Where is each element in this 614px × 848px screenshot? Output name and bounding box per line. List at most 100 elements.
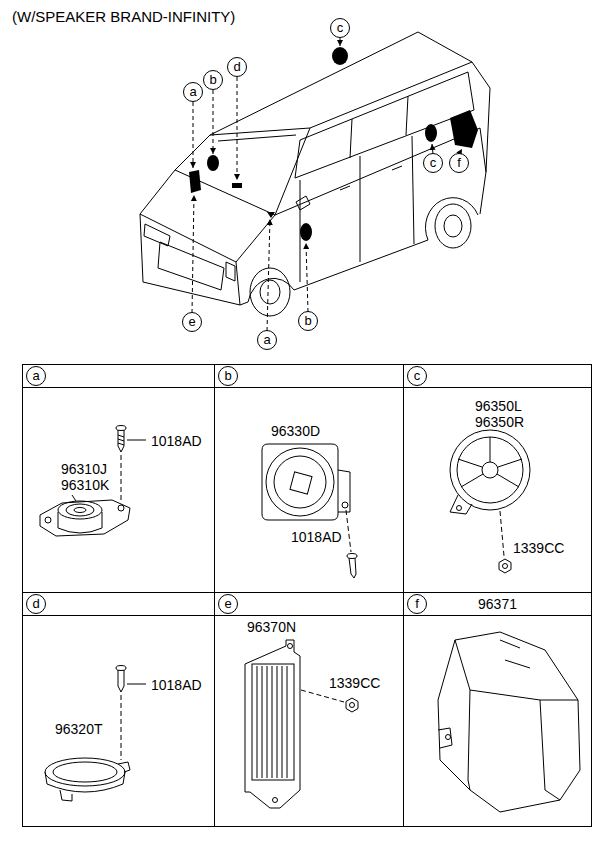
rear-speaker-part (503, 564, 508, 569)
callout-letter-text: b (304, 314, 311, 328)
part-panel: 96350L96350R1339CCc (403, 364, 592, 593)
callout-letter-text: b (224, 369, 231, 383)
callout-letter-text: f (415, 597, 419, 611)
vehicle-outline (444, 215, 462, 237)
subwoofer-cover-part (438, 632, 580, 812)
part-number: 1339CC (513, 540, 564, 556)
center-speaker-part (45, 758, 125, 786)
leader-line (192, 38, 462, 331)
vehicle-outline (392, 166, 402, 170)
subwoofer-cover-part (500, 640, 530, 668)
callout-letter-text: c (337, 21, 344, 35)
speaker-location (425, 124, 437, 142)
door-speaker-part (274, 456, 326, 508)
callout-letter: b (203, 70, 223, 90)
callout-letter: a (26, 366, 46, 386)
center-speaker-part (116, 666, 126, 671)
center-speaker-part (53, 762, 117, 782)
door-speaker-part (338, 470, 350, 512)
callout-letter: a (257, 330, 277, 350)
leader-line (193, 102, 194, 168)
amplifier-part (257, 666, 287, 778)
speaker-location (450, 110, 478, 148)
part-panel: 1018AD 96320T d (22, 592, 215, 827)
callout-letter: f (449, 153, 469, 173)
amplifier-part (346, 698, 358, 712)
panel-header-rule (404, 365, 591, 388)
door-speaker-part (342, 502, 348, 508)
callout-letter-text: c (414, 369, 421, 383)
center-speaker-part (45, 666, 146, 802)
subwoofer-cover-part (455, 640, 578, 700)
callout-letter: e (218, 594, 238, 614)
callout-letter: f (407, 594, 427, 614)
panel-header-rule (215, 365, 403, 388)
door-speaker-part (266, 448, 334, 516)
part-panel: 96370N 1339CC e (214, 592, 404, 827)
center-speaker-part (118, 762, 130, 772)
part-panel: 96371 f (403, 592, 592, 827)
tweeter-part (118, 435, 124, 445)
callout-letter-text: d (32, 597, 39, 611)
tweeter-part (118, 505, 124, 511)
callout-letter-text: d (233, 60, 240, 74)
subwoofer-cover-part (540, 700, 560, 800)
speaker-location (189, 47, 478, 241)
tweeter-part (58, 512, 102, 533)
tweeter-part (127, 440, 146, 441)
tweeter-part (74, 508, 86, 513)
rear-speaker-part (457, 437, 523, 503)
vehicle-outline (140, 170, 275, 262)
part-number: 96310K (61, 477, 109, 493)
speaker-location (267, 212, 275, 218)
rear-speaker-part (500, 511, 504, 556)
callout-letter-text: a (263, 333, 270, 347)
vehicle-outline (472, 62, 490, 172)
part-number: 96310J (61, 461, 107, 477)
part-number: 1339CC (329, 675, 380, 691)
door-speaker-part (290, 472, 312, 494)
center-speaker-part (127, 684, 146, 685)
part-number: 1018AD (151, 677, 202, 693)
amplifier-part (252, 664, 294, 780)
speaker-location (232, 183, 242, 188)
vehicle-outline (140, 32, 490, 316)
door-speaker-part (347, 554, 357, 559)
callout-letter-text: a (32, 369, 39, 383)
tweeter-part (40, 500, 130, 536)
leader-line (213, 90, 214, 154)
callout-letter: d (227, 57, 247, 77)
amplifier-part (288, 644, 293, 649)
callout-letter: c (407, 366, 427, 386)
callout-letter: d (26, 594, 46, 614)
rear-speaker-part (450, 495, 472, 514)
callout-letter-text: e (224, 597, 231, 611)
center-speaker-part (118, 670, 124, 692)
vehicle-outline (340, 186, 350, 190)
amplifier-part (245, 640, 300, 808)
tweeter-part (118, 430, 124, 452)
door-speaker-part (262, 444, 357, 578)
tweeter-part (40, 426, 146, 537)
vehicle-outline (175, 128, 310, 215)
part-number: 1018AD (291, 529, 342, 545)
part-number: 96371 (478, 596, 517, 612)
speaker-location (300, 223, 312, 241)
vehicle-outline (412, 136, 414, 244)
amplifier-part (301, 690, 344, 702)
vehicle-outline (260, 280, 280, 304)
callout-letter: e (182, 312, 202, 332)
leader-line (237, 77, 238, 180)
vehicle-outline (240, 198, 478, 305)
door-speaker-part (262, 444, 338, 520)
part-number: 96350R (475, 414, 524, 430)
part-number: 96320T (55, 721, 102, 737)
tweeter-part (121, 455, 122, 502)
part-number: 96370N (247, 619, 296, 635)
rear-speaker-part (499, 559, 511, 573)
panel-header-rule (23, 593, 214, 616)
part-panel: 1018AD96310J96310Ka (22, 364, 215, 593)
vehicle-outline (144, 224, 170, 246)
rear-speaker-part (482, 462, 498, 478)
